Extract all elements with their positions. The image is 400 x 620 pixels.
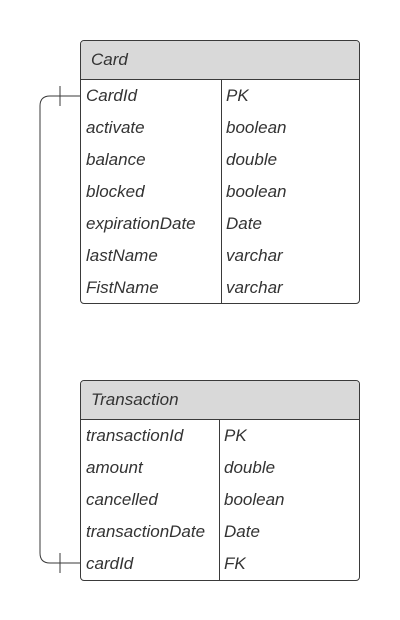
relationship-line xyxy=(39,95,80,564)
field-row[interactable]: cancelled boolean xyxy=(81,484,359,516)
field-type: PK xyxy=(226,86,249,105)
column-divider xyxy=(221,80,222,303)
field-type: varchar xyxy=(226,278,283,297)
field-row[interactable]: cardId FK xyxy=(81,548,359,580)
field-name: blocked xyxy=(86,182,145,201)
transaction-entity[interactable]: Transaction transactionId PK amount doub… xyxy=(80,380,360,581)
field-type: FK xyxy=(224,554,246,573)
field-type: boolean xyxy=(224,490,285,509)
transaction-entity-title: Transaction xyxy=(81,381,359,420)
transaction-fields: transactionId PK amount double cancelled… xyxy=(81,420,359,580)
field-row[interactable]: lastName varchar xyxy=(81,240,359,272)
field-type: double xyxy=(226,150,278,169)
field-name: lastName xyxy=(86,246,158,265)
field-name: transactionDate xyxy=(86,522,206,541)
column-divider xyxy=(219,420,220,580)
field-row[interactable]: balance double xyxy=(81,144,359,176)
field-type: Date xyxy=(226,214,262,233)
field-row[interactable]: activate boolean xyxy=(81,112,359,144)
field-name: expirationDate xyxy=(86,214,196,233)
field-row[interactable]: amount double xyxy=(81,452,359,484)
field-row[interactable]: transactionDate Date xyxy=(81,516,359,548)
field-name: FistName xyxy=(86,278,159,297)
field-name: cancelled xyxy=(86,490,158,509)
field-name: CardId xyxy=(86,86,138,105)
field-name: amount xyxy=(86,458,143,477)
field-type: double xyxy=(224,458,276,477)
card-fields: CardId PK activate boolean balance doubl… xyxy=(81,80,359,303)
field-row[interactable]: expirationDate Date xyxy=(81,208,359,240)
field-name: cardId xyxy=(86,554,134,573)
field-row[interactable]: blocked boolean xyxy=(81,176,359,208)
field-name: balance xyxy=(86,150,146,169)
card-entity-title: Card xyxy=(81,41,359,80)
field-type: boolean xyxy=(226,182,287,201)
field-type: PK xyxy=(224,426,247,445)
field-type: Date xyxy=(224,522,260,541)
card-entity[interactable]: Card CardId PK activate boolean balance … xyxy=(80,40,360,304)
field-type: boolean xyxy=(226,118,287,137)
field-row[interactable]: FistName varchar xyxy=(81,272,359,303)
field-row[interactable]: transactionId PK xyxy=(81,420,359,452)
field-name: transactionId xyxy=(86,426,184,445)
field-type: varchar xyxy=(226,246,283,265)
field-row[interactable]: CardId PK xyxy=(81,80,359,112)
field-name: activate xyxy=(86,118,145,137)
